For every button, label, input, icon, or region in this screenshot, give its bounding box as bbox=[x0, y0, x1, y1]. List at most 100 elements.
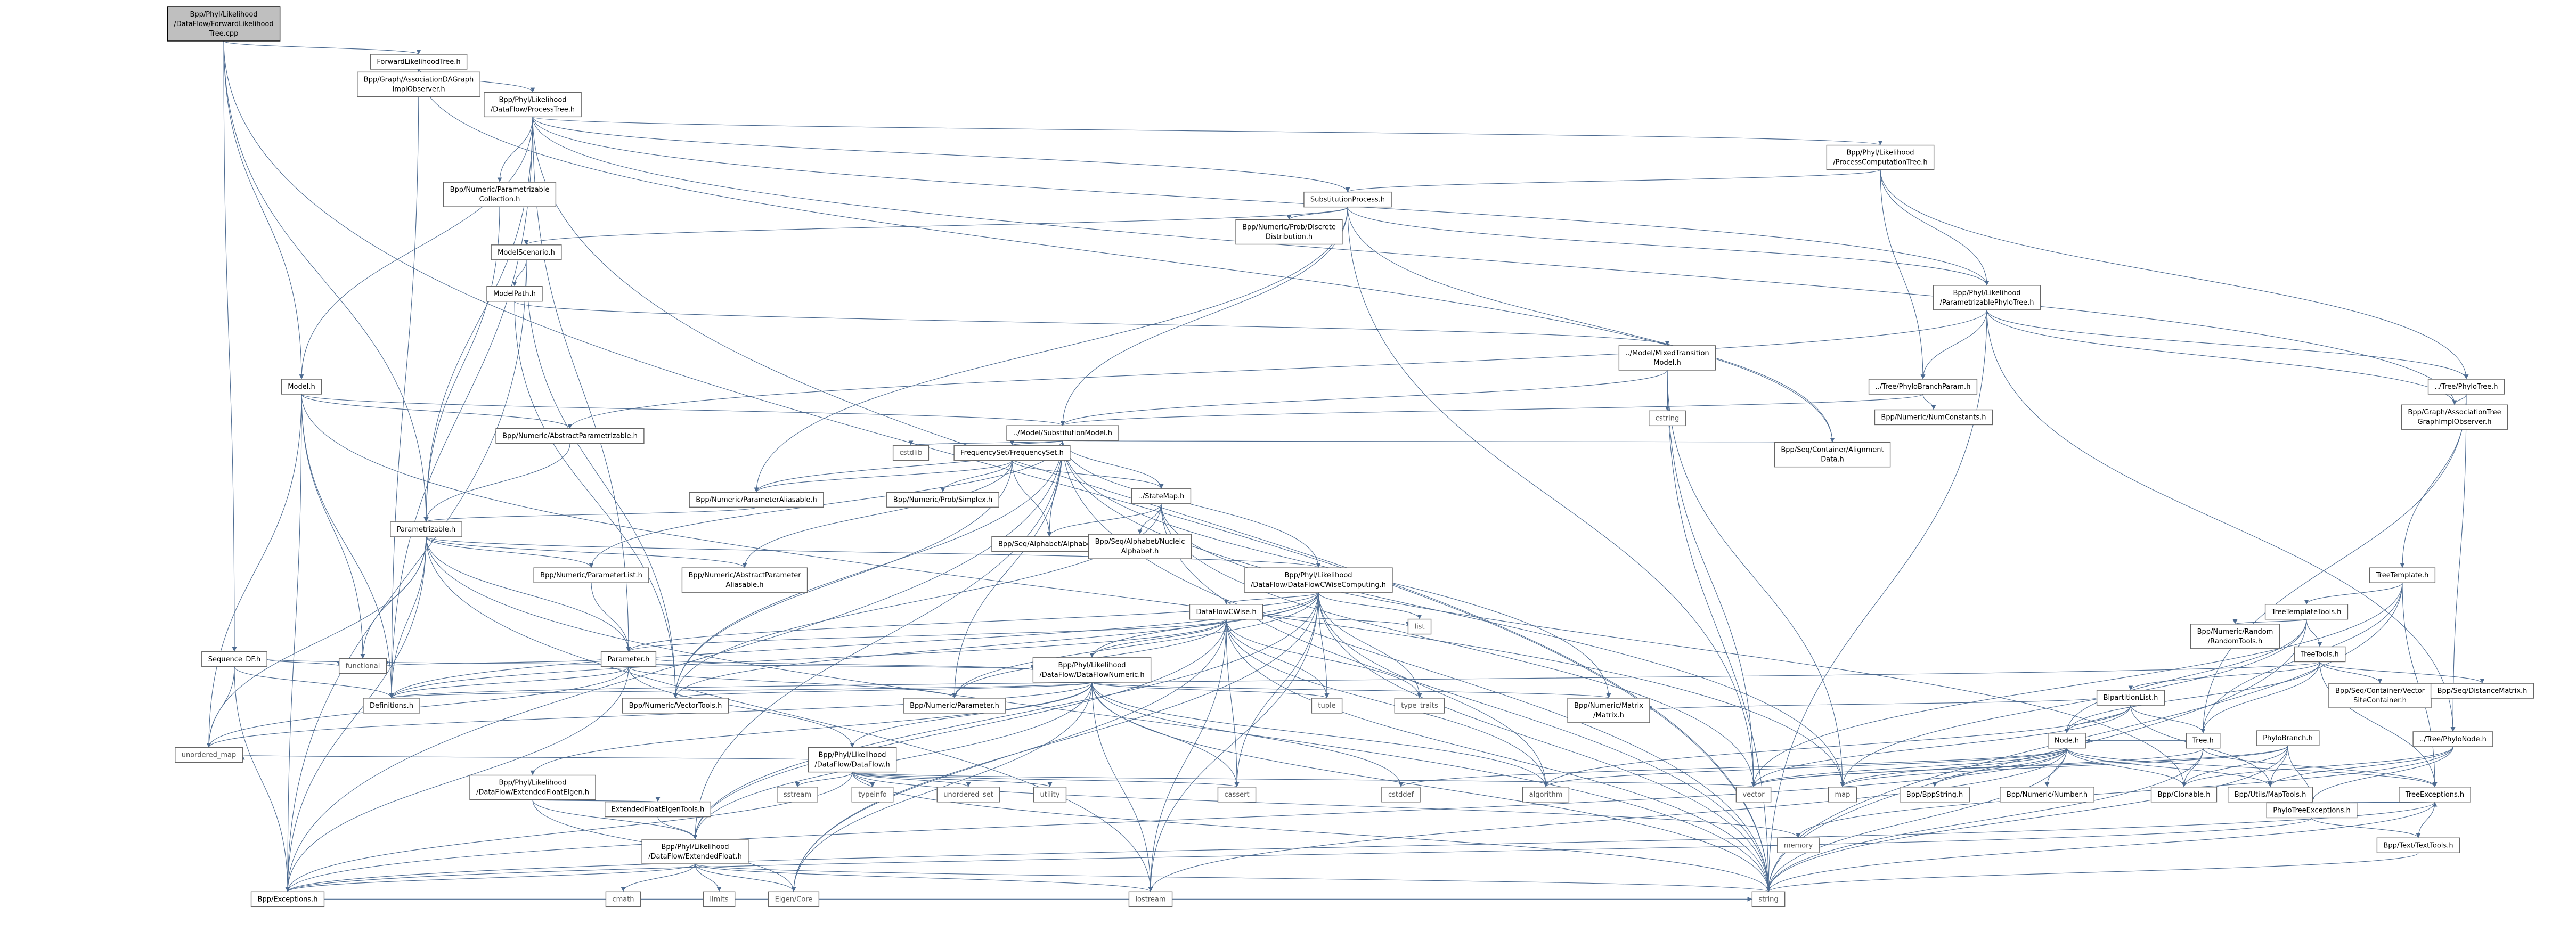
node-smap[interactable]: ../StateMap.h bbox=[1131, 488, 1192, 504]
node-tree[interactable]: Tree.h bbox=[2186, 733, 2221, 749]
node-ptree[interactable]: ../Tree/PhyloTree.h bbox=[2427, 379, 2505, 395]
node-gaog[interactable]: Bpp/Graph/AssociationDAGraphImplObserver… bbox=[357, 71, 480, 97]
node-fs[interactable]: FrequencySet/FrequencySet.h bbox=[953, 445, 1071, 461]
node-umt[interactable]: Bpp/Utils/MapTools.h bbox=[2227, 787, 2313, 803]
node-label: Node.h bbox=[2055, 737, 2079, 745]
edge-tt-to-vector bbox=[1751, 583, 2403, 787]
node-dfn[interactable]: Bpp/Phyl/Likelihood/DataFlow/DataFlowNum… bbox=[1032, 657, 1152, 683]
edge-root-to-flt bbox=[223, 40, 421, 55]
node-box bbox=[605, 891, 641, 908]
node-nnc[interactable]: Bpp/Numeric/NumConstants.h bbox=[1874, 409, 1993, 426]
node-bpl[interactable]: BipartitionList.h bbox=[2096, 690, 2165, 706]
node-pt[interactable]: Bpp/Phyl/Likelihood/DataFlow/ProcessTree… bbox=[484, 92, 582, 118]
node-efet[interactable]: ExtendedFloatEigenTools.h bbox=[605, 801, 711, 818]
node-sa[interactable]: Bpp/Seq/Alphabet/Alphabet.h bbox=[991, 536, 1107, 552]
node-flt[interactable]: ForwardLikelihoodTree.h bbox=[370, 54, 468, 70]
node-clon[interactable]: Bpp/Clonable.h bbox=[2150, 787, 2218, 803]
node-dflow[interactable]: Bpp/Phyl/Likelihood/DataFlow/DataFlow.h bbox=[808, 747, 897, 773]
edge-parh-to-functional bbox=[384, 659, 602, 667]
node-dfc[interactable]: DataFlowCWise.h bbox=[1189, 604, 1263, 620]
node-nrrt[interactable]: Bpp/Numeric/Random/RandomTools.h bbox=[2190, 624, 2280, 649]
node-box bbox=[1131, 488, 1192, 504]
node-pte[interactable]: PhyloTreeExceptions.h bbox=[2266, 802, 2358, 819]
edge-node-to-algo bbox=[1543, 748, 2067, 788]
node-dfcw[interactable]: Bpp/Phyl/Likelihood/DataFlow/DataFlowCWi… bbox=[1244, 567, 1393, 593]
edge-te-to-string bbox=[1766, 802, 2435, 892]
node-nn[interactable]: Bpp/Numeric/Number.h bbox=[2000, 787, 2094, 803]
edge-model-to-exc bbox=[285, 394, 302, 892]
node-cstring: cstring bbox=[1649, 410, 1686, 427]
node-box bbox=[1032, 657, 1152, 683]
node-te[interactable]: TreeExceptions.h bbox=[2399, 787, 2471, 803]
node-nparam[interactable]: Bpp/Numeric/Parameter.h bbox=[903, 698, 1006, 714]
edge-msm-to-ef bbox=[692, 440, 1063, 840]
node-ttext[interactable]: Bpp/Text/TextTools.h bbox=[2376, 837, 2460, 853]
node-box bbox=[2376, 837, 2460, 853]
edge-sp-to-vector bbox=[1347, 207, 1756, 787]
edge-pt-to-parh bbox=[532, 117, 631, 652]
node-node[interactable]: Node.h bbox=[2048, 733, 2086, 749]
node-pbh[interactable]: PhyloBranch.h bbox=[2256, 730, 2320, 746]
node-defs[interactable]: Definitions.h bbox=[363, 698, 420, 714]
node-box bbox=[363, 698, 420, 714]
node-nmm[interactable]: Bpp/Numeric/Matrix/Matrix.h bbox=[1567, 698, 1650, 723]
edge-msm-to-nvt bbox=[673, 440, 1063, 698]
node-mp[interactable]: ModelPath.h bbox=[486, 286, 543, 302]
node-pbp[interactable]: ../Tree/PhyloBranchParam.h bbox=[1868, 379, 1978, 395]
edge-dfcw-to-dfn bbox=[1089, 592, 1319, 658]
node-npa[interactable]: Bpp/Numeric/ParameterAliasable.h bbox=[689, 492, 824, 508]
edge-dfcw-to-cassert bbox=[1234, 592, 1319, 787]
node-exc[interactable]: Bpp/Exceptions.h bbox=[250, 891, 325, 908]
node-box bbox=[486, 286, 543, 302]
node-sp[interactable]: SubstitutionProcess.h bbox=[1303, 191, 1392, 208]
node-npl[interactable]: Bpp/Numeric/ParameterList.h bbox=[533, 567, 649, 583]
node-parh[interactable]: Parameter.h bbox=[600, 651, 657, 667]
edge-pct-to-pbp bbox=[1880, 169, 1926, 380]
node-nvt[interactable]: Bpp/Numeric/VectorTools.h bbox=[622, 698, 729, 714]
node-efe[interactable]: Bpp/Phyl/Likelihood/DataFlow/ExtendedFlo… bbox=[469, 774, 596, 800]
edge-mmt-to-string bbox=[1667, 370, 1771, 892]
edge-smap-to-vector bbox=[1161, 503, 1756, 787]
edge-flt-to-defs bbox=[389, 69, 419, 698]
edge-param-to-npl bbox=[426, 536, 594, 568]
node-ms[interactable]: ModelScenario.h bbox=[491, 244, 562, 260]
node-nap[interactable]: Bpp/Numeric/AbstractParametrizable.h bbox=[495, 428, 645, 444]
edge-ttools-to-defs bbox=[389, 661, 2320, 699]
node-tt[interactable]: TreeTemplate.h bbox=[2369, 567, 2436, 583]
node-ttools[interactable]: TreeTools.h bbox=[2294, 646, 2346, 663]
node-nps[interactable]: Bpp/Numeric/Prob/Simplex.h bbox=[886, 492, 999, 508]
edge-model-to-nap bbox=[301, 394, 573, 429]
node-label: Bpp/Utils/MapTools.h bbox=[2235, 791, 2306, 799]
node-label: Alphabet.h bbox=[1121, 547, 1159, 555]
node-ppt[interactable]: Bpp/Phyl/Likelihood/ParametrizablePhyloT… bbox=[1933, 285, 2041, 310]
node-label: ../Model/SubstitutionModel.h bbox=[1013, 429, 1112, 437]
node-algo: algorithm bbox=[1522, 787, 1570, 803]
node-sdm[interactable]: Bpp/Seq/DistanceMatrix.h bbox=[2430, 683, 2534, 699]
edge-dfn-to-nvt bbox=[673, 682, 1093, 699]
node-model[interactable]: Model.h bbox=[281, 379, 322, 395]
node-param[interactable]: Parametrizable.h bbox=[390, 521, 462, 537]
node-label: SubstitutionProcess.h bbox=[1310, 196, 1385, 204]
node-string: string bbox=[1751, 891, 1786, 908]
node-bppstr[interactable]: Bpp/BppString.h bbox=[1900, 787, 1970, 803]
edge-dfc-to-ef bbox=[692, 619, 1227, 840]
node-pct[interactable]: Bpp/Phyl/Likelihood/ProcessComputationTr… bbox=[1826, 144, 1935, 170]
node-gato[interactable]: Bpp/Graph/AssociationTreeGraphImplObserv… bbox=[2401, 404, 2508, 430]
node-seqdf[interactable]: Sequence_DF.h bbox=[201, 651, 267, 667]
node-msm[interactable]: ../Model/SubstitutionModel.h bbox=[1006, 425, 1119, 441]
node-ef[interactable]: Bpp/Phyl/Likelihood/DataFlow/ExtendedFlo… bbox=[641, 839, 749, 864]
node-label: Bpp/Phyl/Likelihood bbox=[190, 11, 257, 19]
node-label: Bpp/Seq/Container/Vector bbox=[2335, 687, 2425, 695]
node-tpn[interactable]: ../Tree/PhyloNode.h bbox=[2412, 731, 2493, 747]
edge-dfc-to-dfn bbox=[1089, 619, 1227, 658]
edge-dfcw-to-string bbox=[1318, 592, 1771, 892]
node-ttt[interactable]: TreeTemplateTools.h bbox=[2264, 604, 2349, 620]
node-root[interactable]: Bpp/Phyl/Likelihood/DataFlow/ForwardLike… bbox=[167, 6, 281, 42]
